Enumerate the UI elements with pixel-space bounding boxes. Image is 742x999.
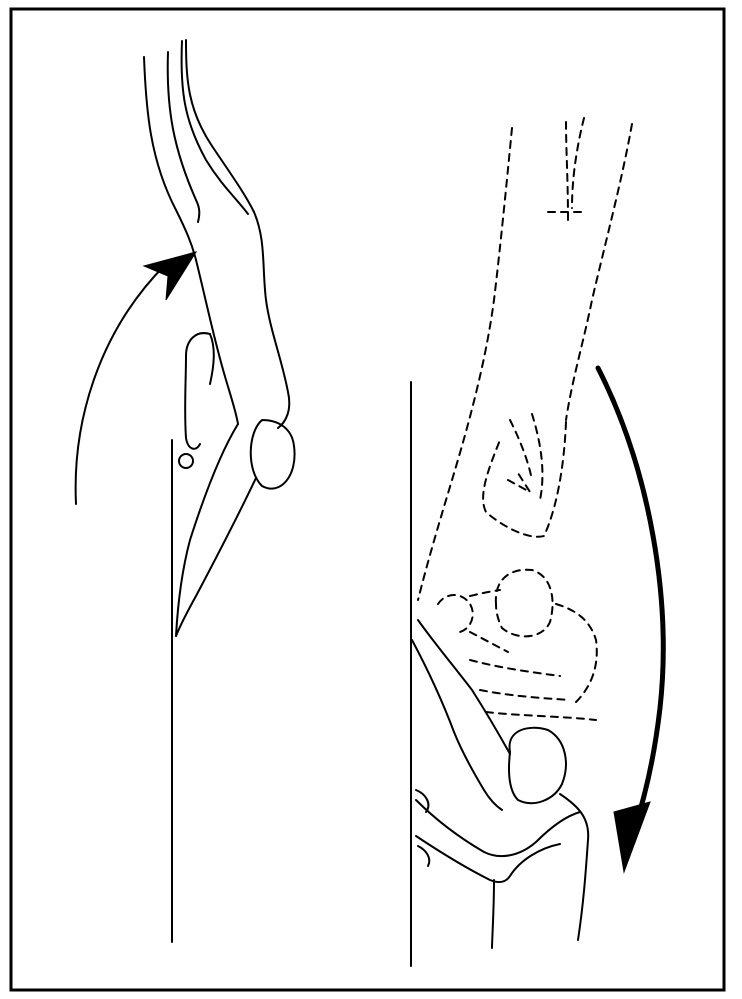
ghost-chest: [470, 632, 508, 652]
arrow-down-icon: [614, 802, 650, 872]
ghost-face-line: [510, 420, 532, 480]
left-head: [251, 420, 295, 489]
left-bent-arm: [185, 333, 210, 449]
left-torso-back: [196, 260, 238, 424]
left-torso-front: [254, 212, 289, 428]
left-body-front: [176, 478, 256, 636]
left-hand: [179, 454, 193, 468]
ghost-hand-line-2: [572, 118, 584, 208]
ghost-arm-lower-2: [480, 690, 570, 700]
left-body-back: [176, 424, 238, 636]
arrow-up-icon: [144, 252, 196, 300]
ghost-figure: [418, 118, 632, 720]
diagram-border: [11, 9, 724, 990]
ghost-arm-outer: [418, 128, 512, 600]
ghost-arm-front: [566, 124, 632, 420]
right-forearm-top: [416, 800, 580, 856]
left-arm-front-outer: [186, 40, 254, 212]
right-arm-lower: [412, 640, 502, 810]
ghost-back: [556, 604, 597, 702]
ghost-neck: [532, 414, 542, 500]
ghost-hand-line: [566, 122, 568, 220]
ghost-arm-lower-3: [486, 712, 596, 720]
right-torso-left: [492, 880, 494, 948]
ghost-head: [496, 570, 553, 637]
right-arm-upper: [418, 620, 510, 754]
ghost-arm-lower: [470, 660, 560, 676]
right-forearm-bottom: [416, 836, 560, 882]
ghost-shoulder-line: [470, 590, 500, 596]
ghost-chin: [508, 470, 530, 492]
right-head: [509, 728, 566, 803]
left-panel: [76, 40, 295, 942]
left-bent-arm-inner: [210, 334, 214, 384]
left-arrow-shaft: [76, 264, 166, 504]
right-hand-2: [418, 846, 429, 866]
ghost-shoulder: [438, 595, 473, 632]
right-back: [560, 794, 588, 940]
right-arrow-shaft: [598, 368, 663, 830]
ghost-head-arm: [483, 422, 566, 537]
